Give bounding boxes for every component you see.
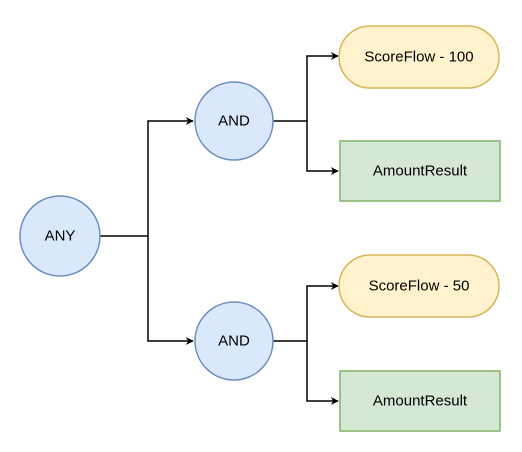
edge-and-top-to-scoreflow-100: [273, 52, 339, 122]
amountresult-bottom-shape: [339, 370, 501, 432]
edges: [100, 52, 339, 405]
edge-and-bottom-to-scoreflow-50: [273, 282, 339, 342]
and-node-top-shape: [194, 81, 274, 161]
edge-and-bottom-to-amountresult-2: [306, 341, 339, 405]
and-node-bottom[interactable]: AND: [194, 301, 274, 381]
scoreflow-100-label: ScoreFlow - 100: [364, 49, 473, 66]
any-node[interactable]: ANY: [19, 195, 101, 277]
scoreflow-100-shape: [338, 25, 500, 89]
edge-any-to-and-top: [100, 117, 194, 237]
scoreflow-100-node[interactable]: ScoreFlow - 100: [338, 25, 500, 89]
and-node-top[interactable]: AND: [194, 81, 274, 161]
amountresult-top-shape: [339, 140, 501, 202]
any-node-label: ANY: [45, 228, 76, 245]
and-node-bottom-shape: [194, 301, 274, 381]
any-node-shape: [19, 195, 101, 277]
and-node-bottom-label: AND: [218, 333, 250, 350]
amountresult-top-label: AmountResult: [373, 163, 468, 180]
amountresult-node-top[interactable]: AmountResult: [339, 140, 501, 202]
scoreflow-50-node[interactable]: ScoreFlow - 50: [338, 254, 500, 318]
edge-any-to-and-bottom: [147, 236, 194, 345]
edge-and-top-to-amountresult-1: [306, 121, 339, 175]
scoreflow-50-label: ScoreFlow - 50: [369, 278, 470, 295]
amountresult-node-bottom[interactable]: AmountResult: [339, 370, 501, 432]
amountresult-bottom-label: AmountResult: [373, 393, 468, 410]
and-node-top-label: AND: [218, 113, 250, 130]
scoreflow-50-shape: [338, 254, 500, 318]
